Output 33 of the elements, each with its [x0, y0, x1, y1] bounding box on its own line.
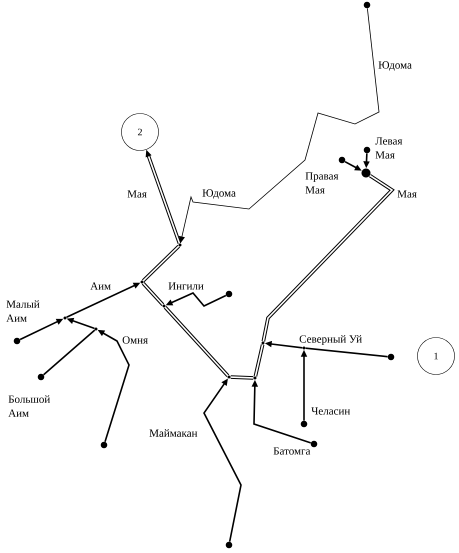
river-name: Правая Мая — [306, 172, 338, 194]
river-name: Батомга — [274, 447, 310, 455]
river-name: Юдома — [378, 61, 412, 71]
channel-line — [254, 344, 264, 377]
river-name: Малый Аим — [6, 300, 40, 322]
confluence-point — [178, 244, 182, 246]
river-name: Мая — [128, 190, 147, 198]
river-name: Юдома — [202, 189, 236, 199]
river-name: Маймакан — [150, 429, 198, 437]
river-name: Ингили — [168, 282, 204, 290]
channel-line — [230, 375, 254, 380]
confluence-point — [64, 316, 66, 320]
channel-line — [262, 174, 395, 342]
confluence-point — [302, 346, 306, 350]
confluence-point — [262, 342, 264, 344]
river-name: Большой Аим — [8, 395, 50, 417]
channel-line — [164, 306, 230, 377]
river-name: Мая — [398, 190, 417, 198]
river-name: Челасин — [311, 407, 350, 415]
river-name: Северный Уй — [300, 335, 362, 345]
river-name: Аим — [90, 282, 111, 290]
channel-line — [142, 282, 164, 306]
channel-line — [142, 244, 180, 282]
confluence-point — [162, 304, 166, 308]
confluence-point — [254, 376, 256, 380]
river-line — [306, 347, 388, 358]
river-name: Омня — [122, 336, 148, 344]
source-dot — [362, 168, 370, 178]
confluence-point — [140, 280, 144, 284]
river-name: Левая Мая — [375, 137, 402, 159]
confluence-point — [228, 376, 230, 378]
confluence-point — [94, 328, 98, 330]
river-line — [43, 330, 96, 376]
